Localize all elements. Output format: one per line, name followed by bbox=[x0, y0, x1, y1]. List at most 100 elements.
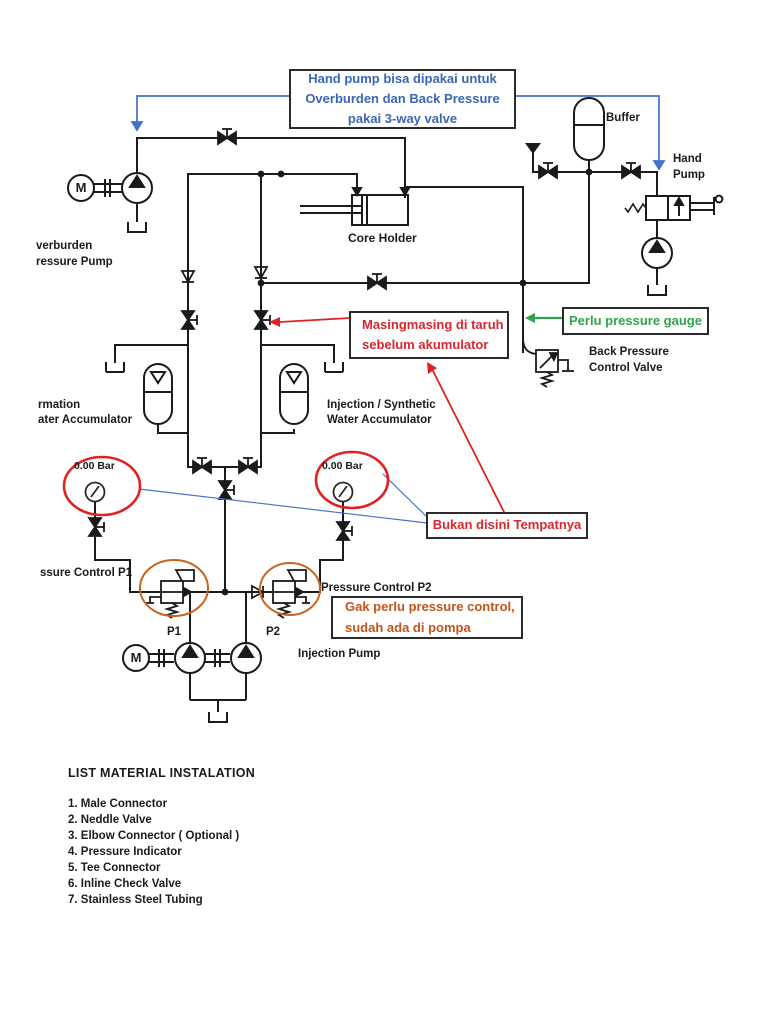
three-way-valve-icon bbox=[645, 195, 669, 221]
pump-flow-triangle bbox=[128, 174, 146, 188]
hand-pump-note-box: Hand pump bisa dipakai untuk Overburden … bbox=[289, 69, 516, 129]
pipe-overburden-top bbox=[136, 137, 406, 174]
green-annotation-arrow bbox=[525, 313, 563, 323]
injection-accumulator-symbol bbox=[279, 362, 344, 425]
gauge-right-value: 0.00 Bar bbox=[322, 460, 363, 472]
needle-valve-icon bbox=[217, 128, 237, 145]
gas-triangle-icon bbox=[285, 371, 303, 385]
injection-accumulator-label: Injection / Synthetic bbox=[327, 399, 436, 411]
junction-dots bbox=[221, 168, 593, 596]
gauge-left-value: 0.00 Bar bbox=[74, 460, 115, 472]
overburden-pump-group bbox=[67, 172, 153, 233]
material-list-item: 1. Male Connector bbox=[68, 798, 168, 810]
overburden-pump-label: verburden bbox=[36, 240, 93, 252]
material-list-item: 6. Inline Check Valve bbox=[68, 878, 182, 890]
needle-valve-icon bbox=[254, 310, 271, 330]
orange-circle-highlights bbox=[139, 559, 321, 617]
p2-label: P2 bbox=[266, 626, 281, 638]
needle-valve-icon bbox=[192, 457, 212, 474]
pressure-control-p2-label: Pressure Control P2 bbox=[321, 582, 432, 594]
arrow-down-icon bbox=[130, 121, 144, 132]
pipe-right-gauge-leg bbox=[319, 500, 344, 593]
junction-dot bbox=[257, 279, 265, 287]
pressure-control-p1-label: ssure Control P1 bbox=[40, 567, 133, 579]
note-line: Hand pump bisa dipakai untuk bbox=[308, 70, 497, 86]
tank-icon bbox=[647, 268, 667, 296]
junction-dot bbox=[277, 170, 285, 178]
pipe-left-accumulator-tee bbox=[157, 423, 189, 434]
motor-letter: M bbox=[130, 650, 142, 665]
port-arrow-icon bbox=[399, 187, 411, 198]
needle-valve-icon bbox=[238, 457, 258, 474]
injection-accumulator-label: Water Accumulator bbox=[327, 414, 432, 426]
material-list: LIST MATERIAL INSTALATION 1. Male Connec… bbox=[68, 766, 255, 908]
p1-label: P1 bbox=[167, 626, 182, 638]
junction-dot bbox=[519, 279, 527, 287]
arrow-left-icon bbox=[525, 313, 535, 323]
orange-circle-highlight bbox=[139, 559, 209, 617]
funnel-vent-icon bbox=[525, 143, 541, 154]
placement-note-box: Bukan disini Tempatnya bbox=[426, 512, 588, 539]
core-holder-symbol bbox=[300, 187, 411, 226]
injection-pump-group bbox=[122, 642, 262, 723]
back-pressure-valve-label: Control Valve bbox=[589, 362, 663, 374]
tank-icon bbox=[127, 203, 147, 233]
pressure-gauge-right bbox=[332, 481, 354, 503]
port-arrow-icon bbox=[351, 187, 363, 198]
pipe-network bbox=[94, 137, 658, 644]
hand-pump-label: Pump bbox=[673, 169, 705, 181]
motor-letter: M bbox=[75, 180, 87, 195]
material-list-title: LIST MATERIAL INSTALATION bbox=[68, 766, 256, 780]
formation-accumulator-symbol bbox=[105, 362, 173, 425]
material-list-item: 3. Elbow Connector ( Optional ) bbox=[68, 830, 240, 842]
hand-pump-label: Hand bbox=[673, 153, 702, 165]
pressure-gauge-note-box: Perlu pressure gauge bbox=[562, 307, 709, 335]
motor-icon bbox=[122, 644, 150, 672]
junction-dot bbox=[221, 588, 229, 596]
arrow-left-icon bbox=[269, 317, 280, 327]
gas-triangle-icon bbox=[149, 371, 167, 385]
formation-accumulator-label: rmation bbox=[38, 399, 81, 411]
overburden-pump-label: ressure Pump bbox=[36, 256, 113, 268]
buffer-accumulator-symbol bbox=[573, 97, 605, 161]
pressure-control-valve-p2 bbox=[268, 569, 310, 619]
pipe-right-drain bbox=[260, 344, 335, 363]
red-annotation-marks bbox=[62, 317, 506, 517]
needle-valve-icon bbox=[336, 521, 353, 541]
material-list-item: 2. Neddle Valve bbox=[68, 814, 152, 826]
needle-valve-icon bbox=[538, 162, 558, 179]
blue-annotation-lines bbox=[130, 95, 666, 524]
buffer-label: Buffer bbox=[606, 112, 640, 124]
red-circle-highlight bbox=[314, 450, 390, 510]
needle-valve-icon bbox=[88, 517, 105, 537]
material-list-item: 5. Tee Connector bbox=[68, 862, 161, 874]
junction-dot bbox=[585, 168, 593, 176]
note-line: Bukan disini Tempatnya bbox=[432, 517, 582, 533]
pipe-right-accumulator-tee bbox=[260, 429, 295, 434]
tank-icon bbox=[189, 673, 247, 723]
note-line: sebelum akumulator bbox=[362, 337, 489, 352]
orange-circle-highlight bbox=[259, 562, 321, 616]
note-line: sudah ada di pompa bbox=[345, 619, 471, 635]
tank-icon bbox=[105, 362, 125, 373]
pressure-control-valve-p1 bbox=[146, 569, 195, 619]
note-line: pakai 3-way valve bbox=[347, 111, 458, 127]
junction-dot bbox=[257, 170, 265, 178]
motor-icon bbox=[67, 174, 95, 202]
spring-icon bbox=[624, 202, 647, 214]
needle-valve-icon bbox=[367, 273, 387, 290]
note-line: Overburden dan Back Pressure bbox=[305, 90, 500, 106]
spring-icon bbox=[275, 602, 293, 619]
tank-icon bbox=[324, 362, 344, 373]
back-pressure-valve-symbol bbox=[522, 337, 574, 388]
note-line: Masingmasing di taruh bbox=[362, 316, 504, 332]
hand-pump-group bbox=[624, 194, 724, 296]
needle-valve-icon bbox=[218, 480, 235, 500]
needle-valve-icon bbox=[181, 310, 198, 330]
injection-pump-label: Injection Pump bbox=[298, 648, 381, 660]
spring-icon bbox=[538, 371, 556, 388]
accumulator-note-box: Masingmasing di taruh sebelum akumulator bbox=[349, 311, 509, 359]
pump-control-note-box: Gak perlu pressure control, sudah ada di… bbox=[331, 596, 523, 639]
